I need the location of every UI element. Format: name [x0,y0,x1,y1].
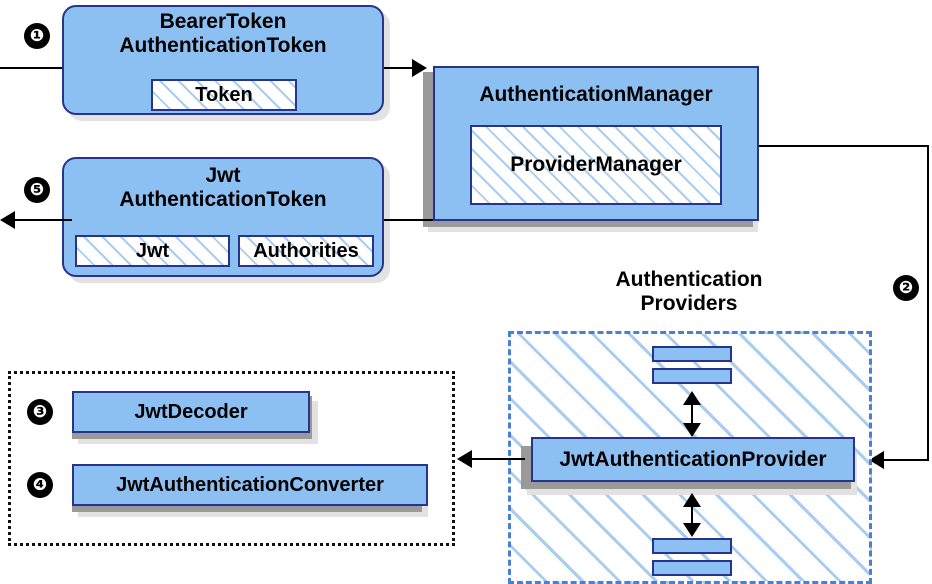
connector-manager-right [759,145,929,147]
provider-stack-bar-bottom-2 [652,560,732,576]
jwt-token-slot-authorities[interactable] [238,235,374,267]
authentication-providers-title: Authentication Providers [615,268,763,316]
arrowhead-provider-down-top [683,423,701,437]
jwt-decoder-box[interactable] [72,391,310,433]
arrowhead-provider-to-support [457,450,472,468]
step-badge-5: ❺ [24,177,50,203]
authentication-manager-slot-provider-manager[interactable] [470,125,722,205]
provider-stack-bar-bottom-1 [652,538,732,554]
provider-stack-bar-top-2 [652,368,732,384]
support-components-region [8,371,455,546]
arrowhead-output [0,211,15,229]
connector-provider-to-support [470,458,525,460]
connector-into-provider [880,459,929,461]
connector-input-to-bearer-token [0,67,72,69]
step-badge-3: ❸ [27,399,53,425]
connector-provider-vertical-top [691,396,693,430]
arrowhead-provider-down-bottom [683,523,701,537]
step-badge-1: ❶ [24,23,50,49]
connector-jwt-token-output [12,219,72,221]
connector-manager-to-jwt-token [384,219,433,221]
jwt-authentication-provider-box[interactable] [531,437,855,482]
arrowhead-into-provider [869,451,884,469]
connector-provider-vertical-bottom [691,498,693,530]
step-badge-2: ❷ [893,275,919,301]
jwt-authentication-converter-box[interactable] [72,464,428,506]
step-badge-4: ❹ [27,472,53,498]
connector-bearer-to-manager [384,67,424,69]
provider-stack-bar-top-1 [652,346,732,362]
bearer-token-slot-token[interactable] [151,79,297,111]
connector-manager-down [927,145,929,460]
jwt-token-slot-jwt[interactable] [75,235,230,267]
